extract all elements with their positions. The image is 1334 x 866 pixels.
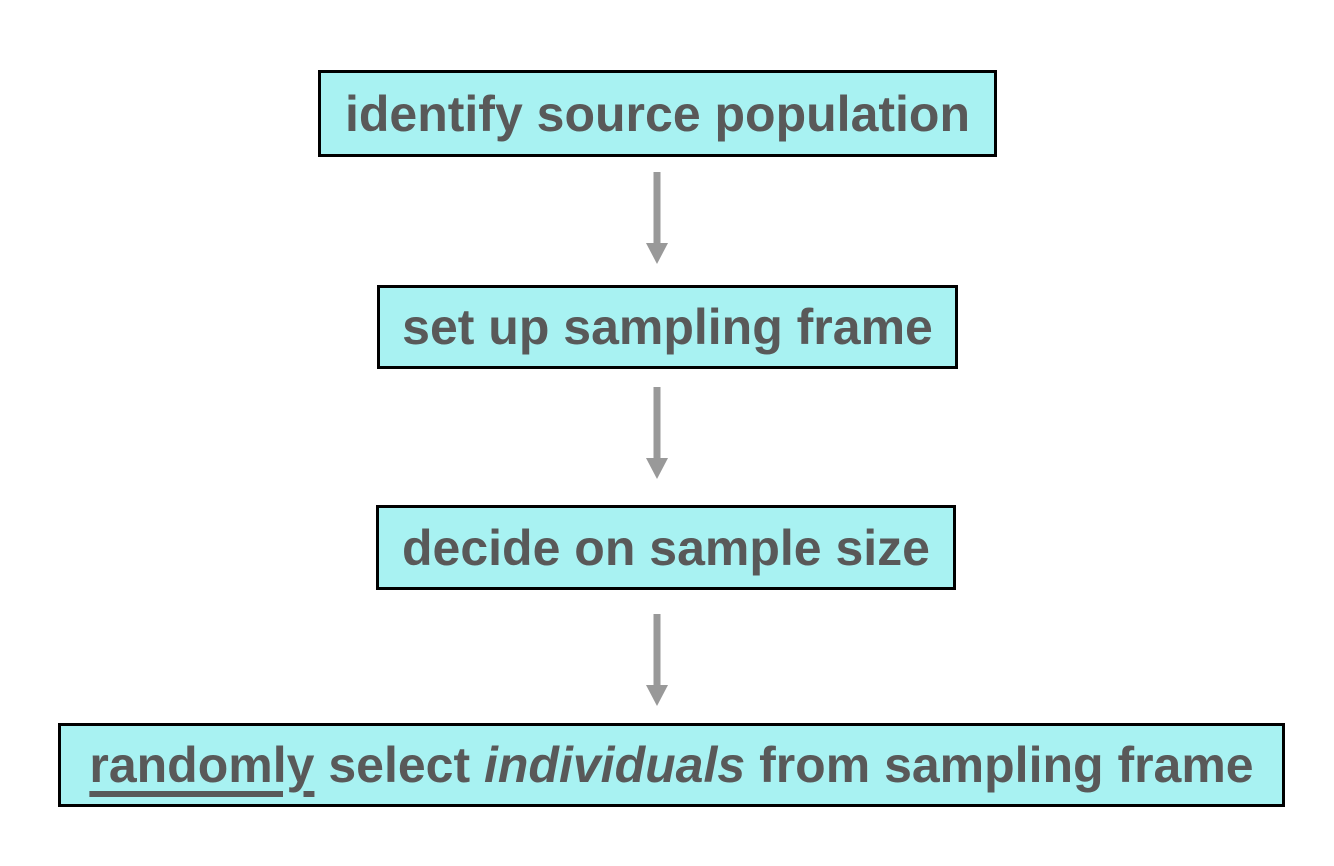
down-arrow-icon [646,387,668,479]
flow-step-identify-source-population: identify source population [318,70,997,157]
down-arrow-icon [646,614,668,706]
flow-step-label: set up sampling frame [402,299,933,355]
label-text: select [314,737,484,793]
flow-step-label: randomly select individuals from samplin… [89,740,1253,790]
label-text: from sampling frame [745,737,1254,793]
flow-step-randomly-select-individuals: randomly select individuals from samplin… [58,723,1285,807]
italic-word: individuals [484,737,746,793]
flow-step-set-up-sampling-frame: set up sampling frame [377,285,958,369]
flow-step-decide-on-sample-size: decide on sample size [376,505,956,590]
down-arrow-icon [646,172,668,264]
flow-step-label: identify source population [344,85,971,142]
flow-step-label: decide on sample size [402,519,930,576]
underlined-word: randomly [89,737,315,793]
